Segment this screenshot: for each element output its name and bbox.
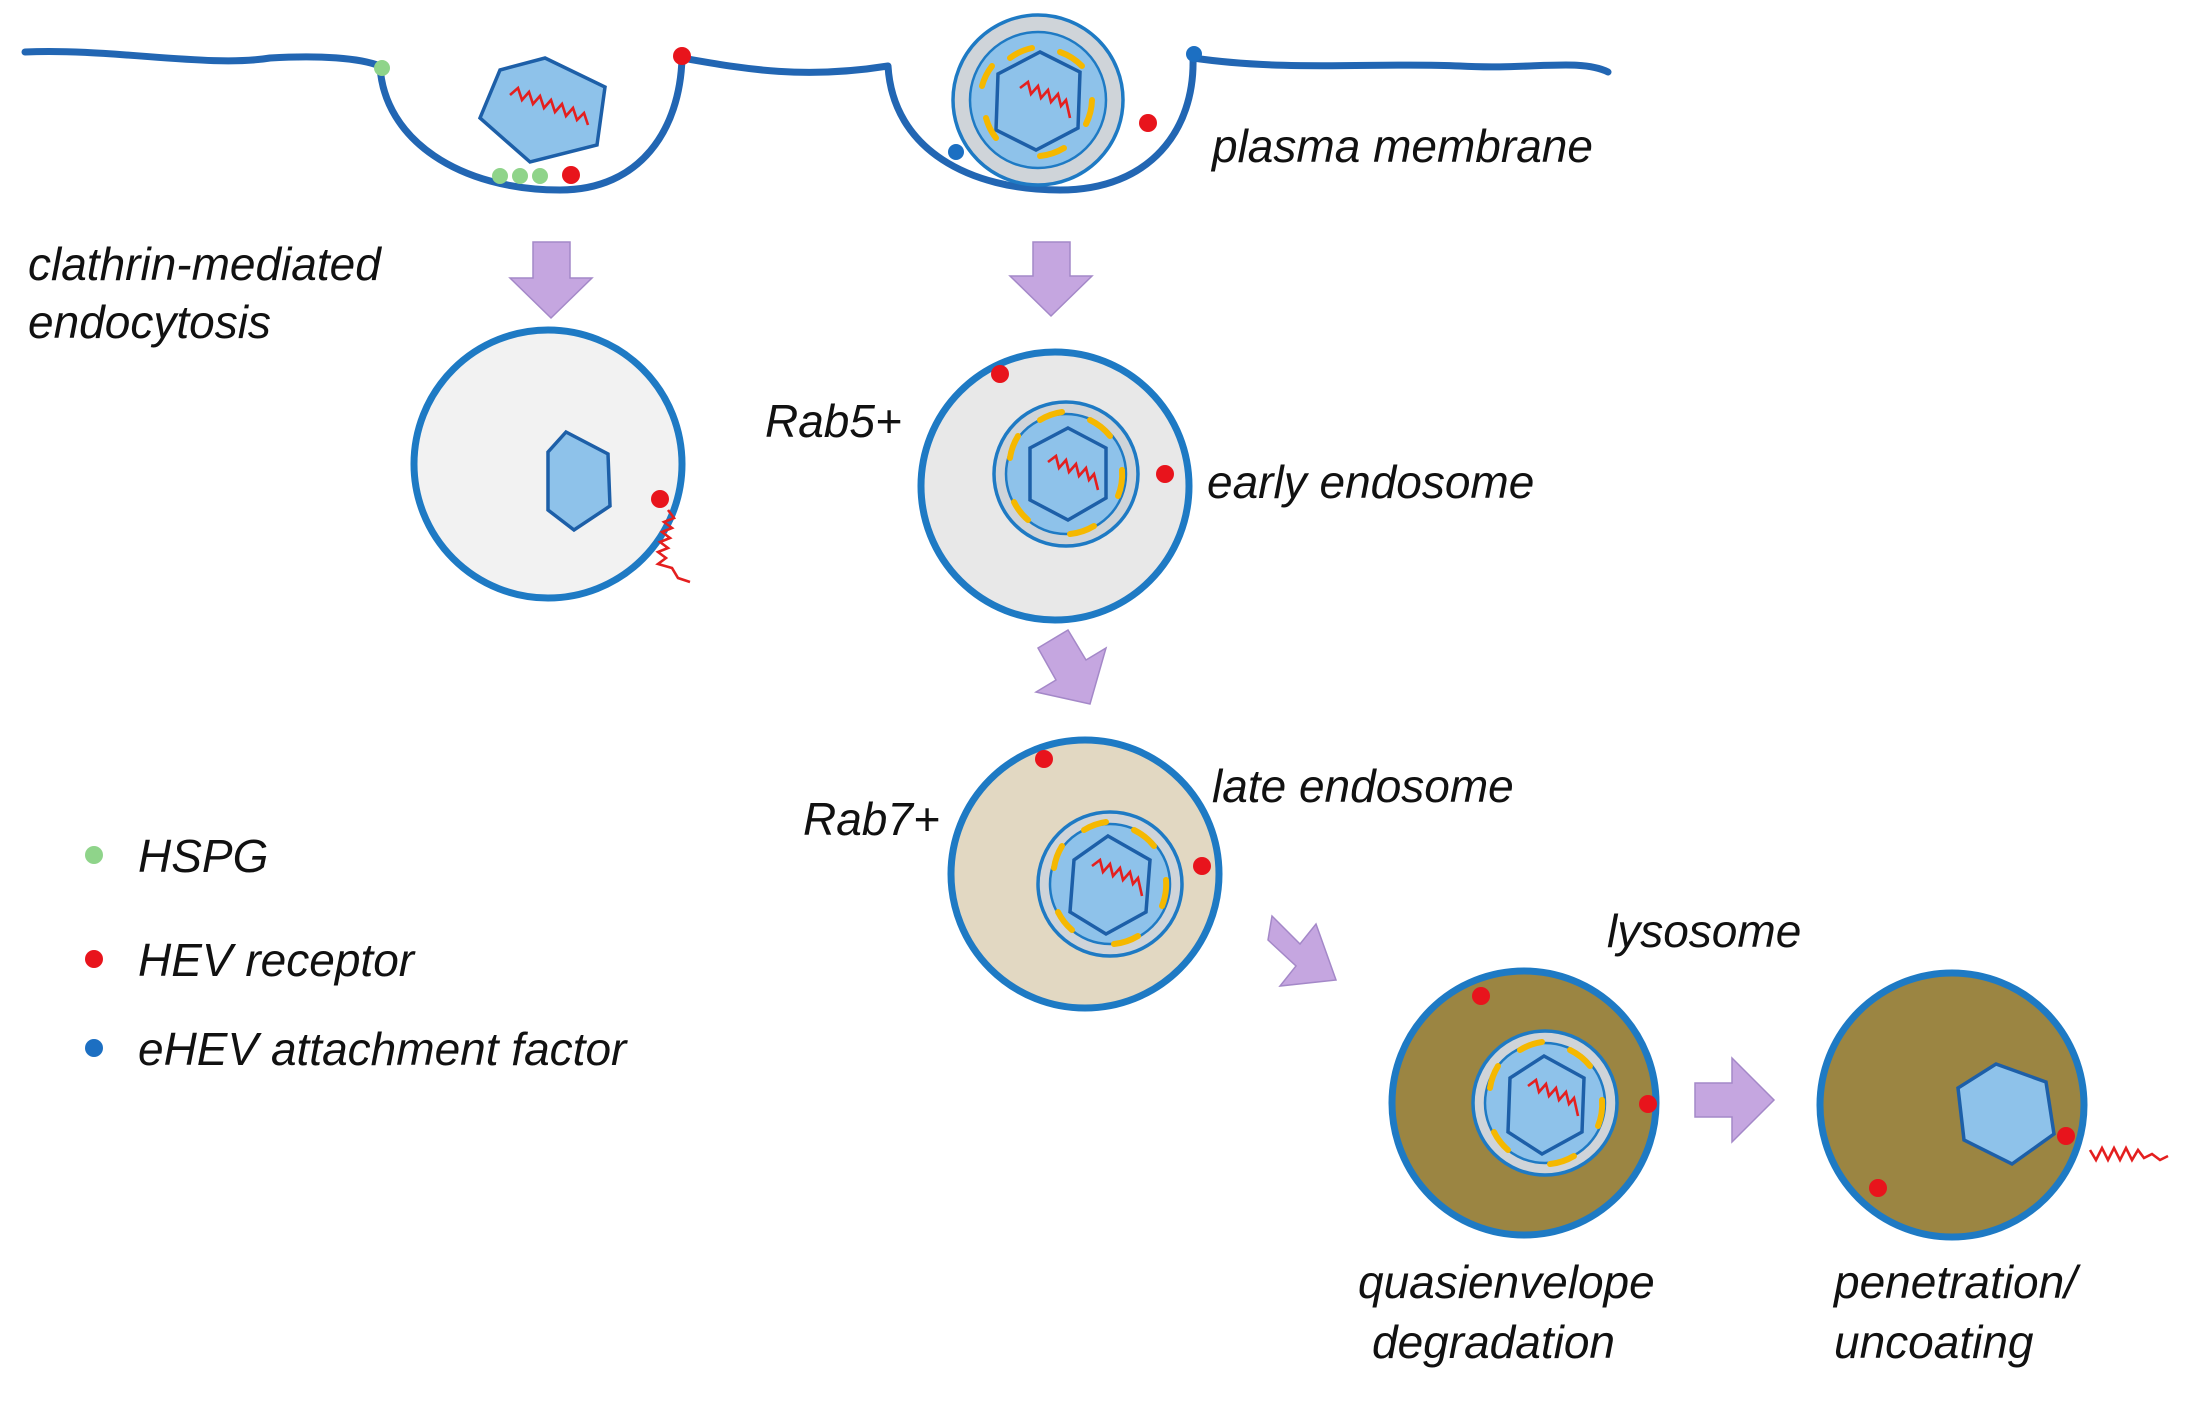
lysosome-degradation <box>1388 967 1660 1239</box>
label-clathrin-line1: clathrin-mediated <box>28 238 382 290</box>
arrow-down-left <box>508 241 594 320</box>
hev-receptor-marker <box>562 166 580 184</box>
legend-item-hev-receptor: HEV receptor <box>85 934 416 986</box>
label-penetration-line2: uncoating <box>1834 1316 2034 1368</box>
capsid <box>546 429 612 533</box>
legend-label-ehev-attachment: eHEV attachment factor <box>138 1023 628 1075</box>
hev-receptor-marker <box>2057 1127 2075 1145</box>
hev-receptor-marker <box>1193 857 1211 875</box>
label-penetration-line1: penetration/ <box>1832 1256 2081 1308</box>
ehev-attachment-marker <box>1186 46 1202 62</box>
hspg-marker <box>374 60 390 76</box>
hev-receptor-marker <box>991 365 1009 383</box>
hev-receptor-marker <box>1139 114 1157 132</box>
hev-receptor-marker <box>1035 750 1053 768</box>
viral-rna-genome <box>509 85 590 126</box>
label-rab7: Rab7+ <box>803 793 940 845</box>
naked-hev-virion <box>477 56 607 164</box>
hev-receptor-marker <box>1156 465 1174 483</box>
hev-receptor-marker <box>1869 1179 1887 1197</box>
released-rna <box>2088 1145 2169 1163</box>
legend-swatch-hspg <box>85 846 103 864</box>
hev-receptor-marker <box>651 490 669 508</box>
legend-swatch-hev-receptor <box>85 950 103 968</box>
lysosome-uncoating <box>1816 969 2169 1241</box>
label-rab5: Rab5+ <box>765 395 902 447</box>
legend-label-hspg: HSPG <box>138 830 268 882</box>
label-late-endosome: late endosome <box>1212 760 1514 812</box>
label-quasienvelope-line1: quasienvelope <box>1358 1256 1655 1308</box>
label-plasma-membrane: plasma membrane <box>1210 120 1593 172</box>
early-endosome <box>917 348 1193 624</box>
label-early-endosome: early endosome <box>1207 456 1534 508</box>
legend: HSPG HEV receptor eHEV attachment factor <box>85 830 628 1075</box>
legend-item-ehev-attachment-factor: eHEV attachment factor <box>85 1023 628 1075</box>
label-lysosome: lysosome <box>1607 905 1801 957</box>
label-quasienvelope-line2: degradation <box>1372 1316 1615 1368</box>
hev-receptor-marker <box>1472 987 1490 1005</box>
hspg-cluster <box>492 168 548 184</box>
arrow-to-late-endosome <box>1034 628 1108 705</box>
plasma-membrane <box>21 48 1612 194</box>
capsid <box>1956 1062 2056 1167</box>
enveloped-hev-virion <box>951 13 1125 187</box>
arrow-down-right <box>1008 241 1094 318</box>
arrow-to-lysosome <box>1267 914 1338 987</box>
label-clathrin-line2: endocytosis <box>28 296 271 348</box>
hev-receptor-marker <box>1639 1095 1657 1113</box>
released-rna <box>655 509 691 584</box>
hev-receptor-marker <box>673 47 691 65</box>
legend-swatch-ehev-attachment <box>85 1039 103 1057</box>
legend-label-hev-receptor: HEV receptor <box>138 934 416 986</box>
arrow-to-penetration <box>1694 1056 1776 1144</box>
clathrin-vesicle <box>410 326 691 602</box>
ehev-attachment-marker <box>948 144 964 160</box>
late-endosome <box>947 736 1223 1012</box>
legend-item-hspg: HSPG <box>85 830 268 882</box>
